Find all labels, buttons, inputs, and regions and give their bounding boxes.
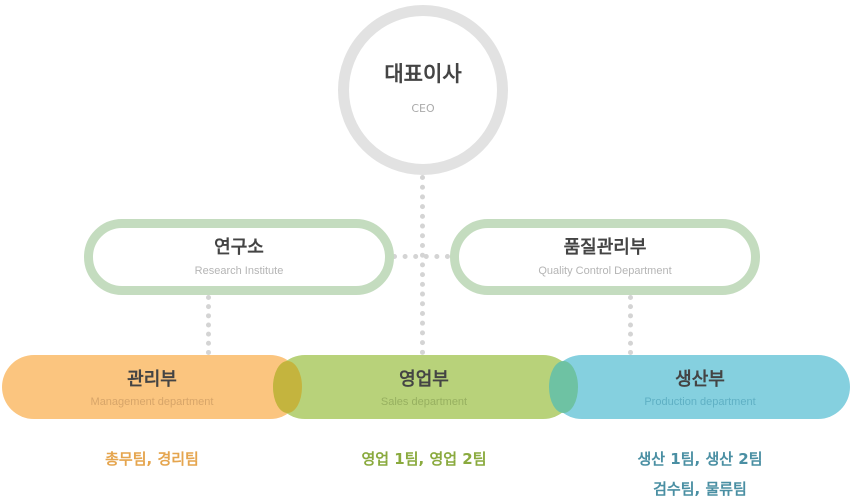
overlap-sales-production: [549, 361, 578, 413]
quality-control-node: 품질관리부 Quality Control Department: [450, 219, 760, 295]
ceo-subtitle: CEO: [411, 101, 435, 115]
sales-node: 영업부 Sales department: [273, 355, 575, 419]
ceo-node: 대표이사 CEO: [338, 5, 508, 175]
sales-teams-line-1: 영업 1팀, 영업 2팀: [361, 450, 487, 468]
research-institute-node: 연구소 Research Institute: [84, 219, 394, 295]
connector-ceo-to-sales: [420, 175, 425, 355]
research-institute-subtitle: Research Institute: [194, 265, 284, 277]
production-subtitle: Production department: [644, 395, 756, 408]
management-title: 관리부: [127, 368, 177, 390]
research-institute-title: 연구소: [214, 237, 264, 258]
connector-qc-to-production: [628, 295, 633, 355]
production-teams-line-1: 생산 1팀, 생산 2팀: [637, 450, 763, 468]
production-node: 생산부 Production department: [550, 355, 850, 419]
sales-subtitle: Sales department: [380, 395, 468, 408]
sales-title: 영업부: [399, 368, 449, 390]
management-subtitle: Management department: [90, 395, 214, 408]
overlap-management-sales: [273, 361, 302, 413]
management-teams: 총무팀, 경리팀: [2, 444, 302, 474]
production-teams: 생산 1팀, 생산 2팀 검수팀, 물류팀: [550, 444, 850, 504]
ceo-title: 대표이사: [384, 61, 462, 86]
quality-control-title: 품질관리부: [563, 237, 647, 258]
production-teams-line-2: 검수팀, 물류팀: [653, 480, 747, 498]
connector-research-to-management: [206, 295, 211, 355]
production-title: 생산부: [675, 368, 725, 390]
connector-research-to-qc: [392, 254, 450, 259]
sales-teams: 영업 1팀, 영업 2팀: [273, 444, 575, 474]
management-teams-line-1: 총무팀, 경리팀: [105, 450, 199, 468]
management-node: 관리부 Management department: [2, 355, 302, 419]
quality-control-subtitle: Quality Control Department: [538, 265, 672, 277]
